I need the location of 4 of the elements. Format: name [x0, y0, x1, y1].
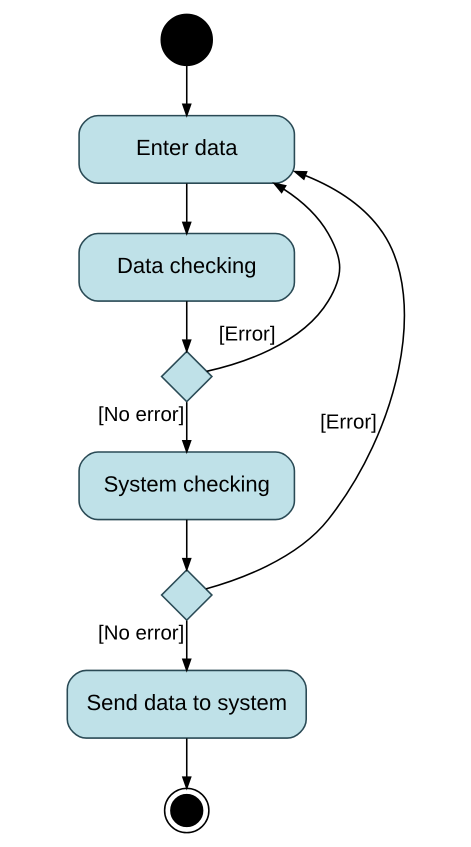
- edge-label: [Error]: [218, 324, 276, 346]
- edge-label: [No error]: [98, 404, 184, 426]
- edge-label: [No error]: [98, 622, 184, 645]
- edge-label: [Error]: [320, 411, 376, 434]
